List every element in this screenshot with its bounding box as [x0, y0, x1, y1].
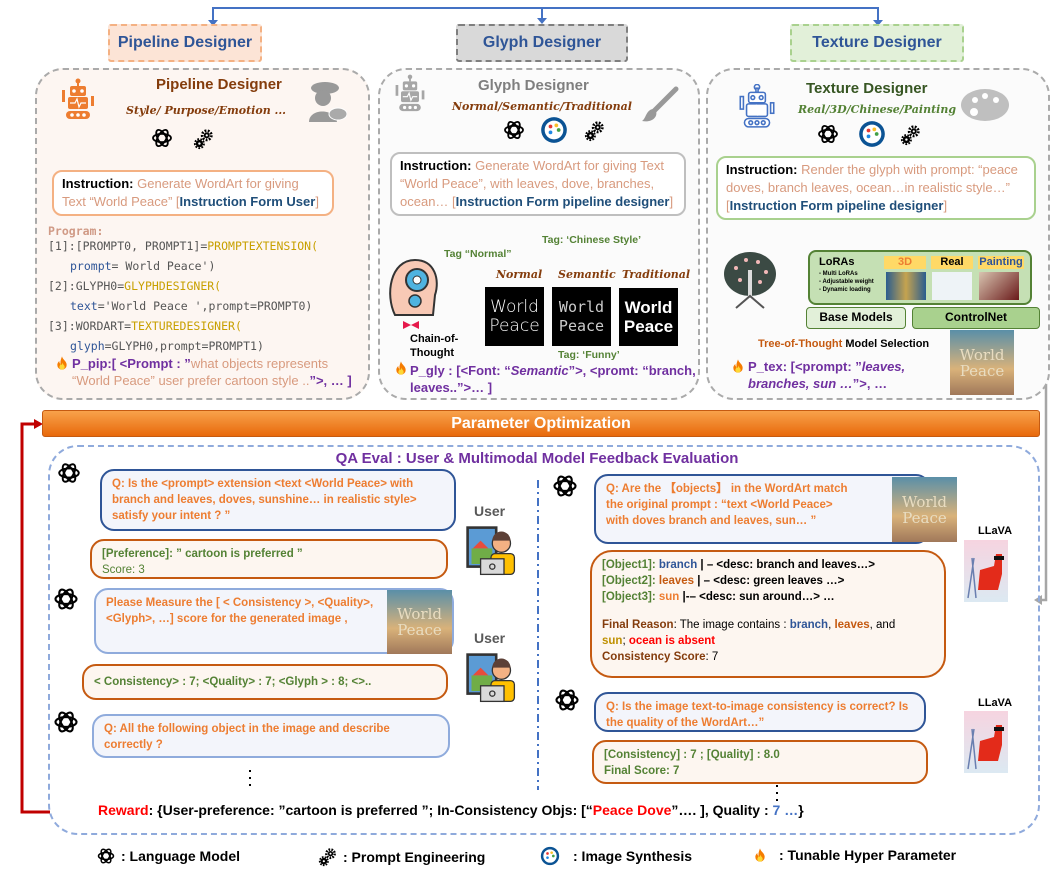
fire-icon	[730, 357, 746, 375]
question-bubble-prompt-extension: Q: Is the <prompt> extension <text <Worl…	[100, 469, 456, 531]
pipeline-designer-header: Pipeline Designer	[108, 24, 262, 62]
fire-icon	[752, 846, 768, 864]
fire-icon	[393, 359, 409, 377]
texture-designer-header: Texture Designer	[790, 24, 964, 62]
answer-bubble-scores: < Consistency> : 7; <Quality> : 7; <Glyp…	[82, 664, 448, 700]
user-label: User	[474, 630, 506, 646]
gears-icon	[584, 120, 606, 142]
llava-label: LLaVA	[978, 697, 1013, 709]
answer-bubble-preference: [Preference]: ” cartoon is preferred ”Sc…	[90, 539, 448, 579]
gears-icon	[900, 124, 922, 146]
user-avatar-icon	[465, 525, 517, 577]
robot-icon	[392, 74, 428, 114]
user-avatar-icon	[465, 652, 517, 704]
brush-icon	[642, 86, 679, 122]
loras-title: LoRAs	[819, 256, 855, 268]
openai-logo-icon	[96, 846, 116, 866]
question-bubble-consistency: Q: Is the image text-to-image consistenc…	[594, 692, 926, 732]
glyph-semantic-image: World Peace	[552, 287, 611, 346]
openai-logo-icon	[52, 708, 80, 736]
glyph-parameter[interactable]: P_gly : [<Font: “Semantic”>, <promt: “br…	[410, 363, 696, 395]
tag-normal: Tag “Normal”	[444, 248, 512, 260]
legend-prompt-engineering: : Prompt Engineering	[318, 846, 485, 868]
parameter-optimization-bar: Parameter Optimization	[42, 410, 1040, 437]
chain-of-thought-label: Chain-of-Thought	[410, 333, 459, 359]
program-label: Program:	[48, 224, 104, 238]
glyph-title: Glyph Designer	[478, 77, 589, 94]
glyph-traditional-image: World Peace	[619, 288, 678, 346]
base-models-box: Base Models	[806, 307, 906, 329]
glyph-instruction: Instruction: Generate WordArt for giving…	[390, 152, 686, 216]
pipeline-instruction: Instruction: Generate WordArt for giving…	[52, 170, 334, 216]
answer-bubble-objects: [Object1]: branch | – <desc: branch and …	[590, 550, 946, 678]
palette-icon	[540, 846, 560, 866]
openai-logo-icon	[551, 472, 579, 500]
wordart-image: World Peace	[892, 477, 957, 542]
openai-logo-icon	[150, 126, 174, 150]
lora-3d: 3D	[884, 256, 926, 269]
openai-logo-icon	[56, 460, 82, 486]
pipeline-designer-panel	[35, 68, 370, 400]
lora-painting-samples	[979, 272, 1019, 300]
gears-icon	[318, 846, 338, 868]
pipeline-parameter[interactable]: P_pip:[ <Prompt : ”what objects represen…	[72, 356, 352, 388]
program-code: [1]:[PROMPT0, PROMPT1]=PROMPTEXTENSION( …	[48, 239, 319, 353]
palette-icon	[858, 120, 886, 148]
texture-subtitle: Real/3D/Chinese/Painting	[798, 103, 957, 116]
palette-icon	[540, 116, 568, 144]
pipeline-subtitle: Style/ Purpose/Emotion ...	[126, 104, 287, 117]
glyph-designer-header: Glyph Designer	[456, 24, 628, 62]
llava-avatar	[964, 711, 1008, 773]
robot-icon	[736, 84, 778, 130]
tree-of-thought-icon	[724, 252, 776, 309]
qa-eval-panel	[48, 445, 1040, 835]
tag-chinese-style: Tag: ‘Chinese Style’	[542, 234, 641, 246]
robot-icon	[58, 78, 98, 122]
painter-icon	[309, 82, 347, 122]
lora-3d-samples	[886, 272, 926, 300]
reward-line: Reward: {User-preference: ”cartoon is pr…	[98, 802, 804, 818]
tag-funny: Tag: ‘Funny’	[558, 349, 620, 361]
question-bubble-objects-match: Q: Are the 【objects】 in the WordArt matc…	[594, 474, 930, 544]
style-label-traditional: Traditional	[622, 268, 691, 281]
style-label-semantic: Semantic	[558, 268, 616, 281]
qa-eval-title: QA Eval : User & Multimodal Model Feedba…	[335, 450, 739, 467]
chain-of-thought-head-icon	[389, 258, 438, 329]
texture-instruction: Instruction: Render the glyph with promp…	[716, 156, 1036, 220]
openai-logo-icon	[502, 118, 526, 142]
llava-label: LLaVA	[978, 525, 1013, 537]
loras-features: - Multi LoRAs- Adjustable weight- Dynami…	[819, 271, 874, 293]
lora-painting: Painting	[978, 256, 1024, 269]
legend-tunable-hyper-parameter: : Tunable Hyper Parameter	[752, 846, 956, 864]
glyph-subtitle: Normal/Semantic/Traditional	[452, 100, 632, 113]
openai-logo-icon	[553, 686, 581, 714]
lora-real-samples	[932, 272, 972, 300]
llava-avatar	[964, 540, 1008, 602]
question-bubble-objects: Q: All the following object in the image…	[92, 714, 450, 758]
llava-llama-icon	[967, 554, 1004, 599]
wordart-image: World Peace	[387, 590, 452, 654]
glyph-normal-image: World Peace	[485, 287, 544, 346]
texture-result-image: World Peace	[950, 330, 1014, 395]
texture-title: Texture Designer	[806, 80, 928, 97]
style-label-normal: Normal	[496, 268, 543, 281]
legend-image-synthesis: : Image Synthesis	[540, 846, 692, 866]
controlnet-box: ControlNet	[912, 307, 1040, 329]
model-selection-label: Tree-of-Thought Model Selection	[758, 338, 930, 350]
lora-real: Real	[931, 256, 973, 269]
llava-llama-icon	[967, 725, 1004, 770]
palette-gray-icon	[961, 89, 1009, 121]
texture-parameter[interactable]: P_tex: [<prompt: ”leaves, branches, sun …	[748, 359, 906, 391]
pipeline-title: Pipeline Designer	[156, 76, 282, 93]
fire-icon	[54, 354, 70, 372]
openai-logo-icon	[52, 585, 80, 613]
gears-icon	[193, 128, 215, 150]
user-label: User	[474, 503, 506, 519]
legend-language-model: : Language Model	[96, 846, 240, 866]
openai-logo-icon	[816, 122, 840, 146]
